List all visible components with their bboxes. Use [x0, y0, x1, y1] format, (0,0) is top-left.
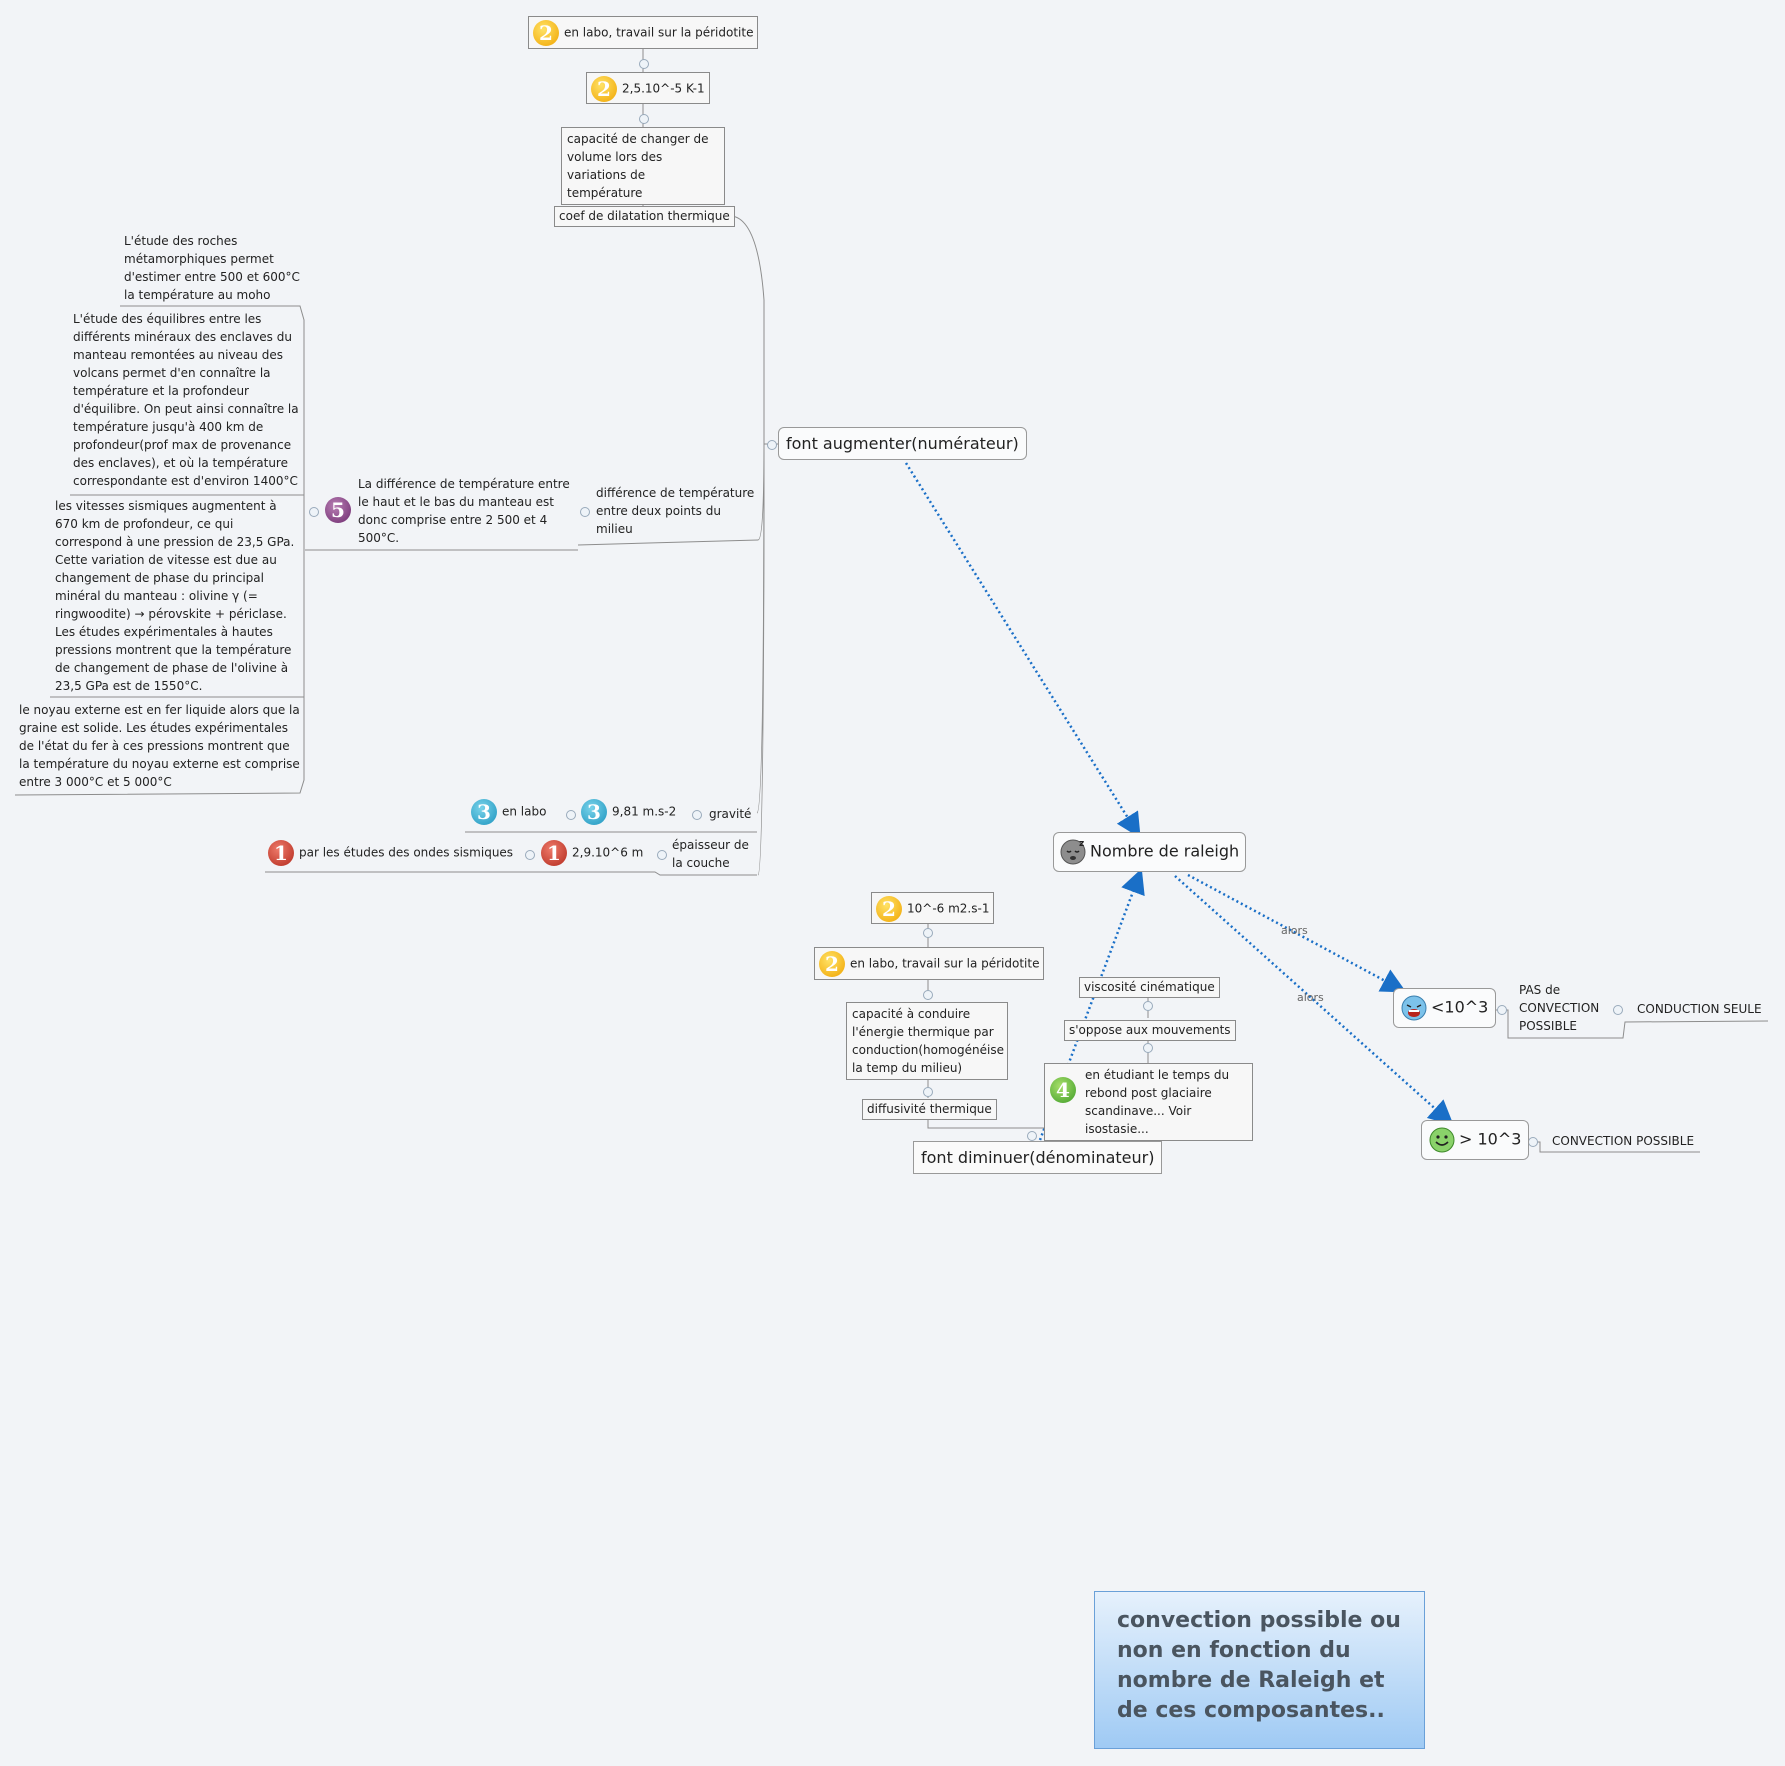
collapse-toggle[interactable]	[692, 810, 702, 820]
node-label: différence de température entre deux poi…	[596, 486, 755, 536]
node-label: épaisseur de la couche	[672, 838, 749, 870]
node-label: en labo, travail sur la péridotite	[850, 956, 1040, 971]
node-label: s'oppose aux mouvements	[1069, 1023, 1231, 1037]
note-moho[interactable]: L'étude des roches métamorphiques permet…	[124, 232, 302, 304]
node-label: 9,81 m.s-2	[612, 804, 677, 819]
sleeping-face-icon: z	[1060, 839, 1086, 865]
collapse-toggle[interactable]	[657, 850, 667, 860]
node-label: gravité	[709, 807, 752, 821]
branch-font-augmenter[interactable]: font augmenter(numérateur)	[778, 427, 1027, 460]
node-label: capacité de changer de volume lors des v…	[567, 132, 709, 200]
node-label: <10^3	[1431, 997, 1489, 1017]
coef-definition-node[interactable]: capacité de changer de volume lors des v…	[561, 127, 725, 205]
epaisseur-value-node[interactable]: 1 2,9.10^6 m	[541, 840, 643, 866]
temp-detail-node[interactable]: 5 La différence de température entre le …	[325, 475, 573, 547]
priority-badge: 2	[533, 20, 559, 46]
relation-label: alors	[1281, 924, 1308, 937]
node-label: CONDUCTION SEULE	[1637, 1002, 1762, 1016]
node-label: CONVECTION POSSIBLE	[1552, 1134, 1695, 1148]
diffusivite-definition-node[interactable]: capacité à conduire l'énergie thermique …	[846, 1002, 1008, 1080]
coef-source-node[interactable]: 2 en labo, travail sur la péridotite	[528, 16, 759, 49]
note-vitesses-sismiques[interactable]: les vitesses sismiques augmentent à 670 …	[55, 497, 301, 695]
outcome-high-node[interactable]: > 10^3	[1421, 1120, 1530, 1160]
collapse-toggle[interactable]	[1143, 1043, 1153, 1053]
diffusivite-value-node[interactable]: 2 10^-6 m2.s-1	[871, 892, 995, 924]
viscosite-node[interactable]: viscosité cinématique	[1079, 977, 1220, 998]
node-label: capacité à conduire l'énergie thermique …	[852, 1007, 1004, 1075]
node-label: La différence de température entre le ha…	[358, 477, 570, 545]
gravite-source-node[interactable]: 3 en labo	[471, 799, 546, 825]
collapse-toggle[interactable]	[923, 1087, 933, 1097]
note-noyau[interactable]: le noyau externe est en fer liquide alor…	[19, 701, 301, 791]
node-label: 2,5.10^-5 K-1	[622, 81, 705, 96]
collapse-toggle[interactable]	[580, 507, 590, 517]
node-label: Nombre de raleigh	[1090, 841, 1240, 861]
priority-badge: 4	[1050, 1077, 1076, 1103]
collapse-toggle[interactable]	[639, 114, 649, 124]
outcome-low-result[interactable]: PAS de CONVECTION POSSIBLE	[1519, 981, 1611, 1035]
priority-badge: 5	[325, 497, 351, 523]
priority-badge: 1	[541, 840, 567, 866]
node-label: viscosité cinématique	[1084, 980, 1215, 994]
diffusivite-source-node[interactable]: 2 en labo, travail sur la péridotite	[814, 947, 1045, 980]
priority-badge: 1	[268, 840, 294, 866]
collapse-toggle[interactable]	[639, 59, 649, 69]
note-enclaves[interactable]: L'étude des équilibres entre les différe…	[73, 310, 303, 490]
priority-badge: 2	[591, 76, 617, 102]
priority-badge: 2	[876, 896, 902, 922]
center-node[interactable]: z Nombre de raleigh	[1053, 832, 1247, 872]
priority-badge: 3	[471, 799, 497, 825]
coef-value-node[interactable]: 2 2,5.10^-5 K-1	[586, 72, 710, 104]
epaisseur-node[interactable]: épaisseur de la couche	[672, 836, 758, 872]
title-text: convection possible ou non en fonction d…	[1117, 1608, 1401, 1723]
temp-difference-node[interactable]: différence de température entre deux poi…	[596, 484, 756, 538]
node-label: en labo, travail sur la péridotite	[564, 25, 754, 40]
node-label: en étudiant le temps du rebond post glac…	[1085, 1068, 1230, 1136]
diffusivite-node[interactable]: diffusivité thermique	[862, 1099, 997, 1120]
viscosite-definition-node[interactable]: s'oppose aux mouvements	[1064, 1020, 1236, 1041]
node-label: en labo	[502, 804, 547, 819]
priority-badge: 3	[581, 799, 607, 825]
branch-font-diminuer[interactable]: font diminuer(dénominateur)	[913, 1141, 1163, 1174]
node-label: L'étude des équilibres entre les différe…	[73, 312, 299, 488]
viscosite-source-node[interactable]: 4 en étudiant le temps du rebond post gl…	[1044, 1063, 1253, 1141]
outcome-low-node[interactable]: <10^3	[1393, 988, 1497, 1028]
node-label: les vitesses sismiques augmentent à 670 …	[55, 499, 295, 693]
collapse-toggle[interactable]	[1528, 1137, 1538, 1147]
collapse-toggle[interactable]	[923, 928, 933, 938]
priority-badge: 2	[819, 951, 845, 977]
node-label: coef de dilatation thermique	[559, 209, 730, 223]
collapse-toggle[interactable]	[566, 810, 576, 820]
collapse-toggle[interactable]	[767, 440, 777, 450]
gravite-node[interactable]: gravité	[709, 805, 751, 823]
svg-text:z: z	[1079, 839, 1084, 849]
outcome-high-result[interactable]: CONVECTION POSSIBLE	[1552, 1132, 1694, 1150]
collapse-toggle[interactable]	[1143, 1001, 1153, 1011]
relation-label: alors	[1297, 991, 1324, 1004]
collapse-toggle[interactable]	[525, 850, 535, 860]
title-callout[interactable]: convection possible ou non en fonction d…	[1094, 1591, 1425, 1749]
gravite-value-node[interactable]: 3 9,81 m.s-2	[581, 799, 676, 825]
node-label: > 10^3	[1459, 1129, 1522, 1149]
smiling-face-icon	[1429, 1127, 1455, 1153]
node-label: 2,9.10^6 m	[572, 845, 644, 860]
crying-face-icon	[1401, 995, 1427, 1021]
node-label: diffusivité thermique	[867, 1102, 992, 1116]
outcome-low-sub[interactable]: CONDUCTION SEULE	[1637, 1000, 1762, 1018]
node-label: font diminuer(dénominateur)	[921, 1148, 1155, 1167]
collapse-toggle[interactable]	[1613, 1005, 1623, 1015]
node-label: le noyau externe est en fer liquide alor…	[19, 703, 300, 789]
collapse-toggle[interactable]	[923, 990, 933, 1000]
collapse-toggle[interactable]	[309, 507, 319, 517]
node-label: 10^-6 m2.s-1	[907, 901, 990, 916]
node-label: par les études des ondes sismiques	[299, 845, 514, 860]
node-label: PAS de CONVECTION POSSIBLE	[1519, 983, 1600, 1033]
node-label: font augmenter(numérateur)	[786, 434, 1019, 453]
epaisseur-source-node[interactable]: 1 par les études des ondes sismiques	[268, 840, 513, 866]
collapse-toggle[interactable]	[1027, 1131, 1037, 1141]
collapse-toggle[interactable]	[1497, 1005, 1507, 1015]
coef-node[interactable]: coef de dilatation thermique	[554, 206, 735, 227]
node-label: L'étude des roches métamorphiques permet…	[124, 234, 300, 302]
